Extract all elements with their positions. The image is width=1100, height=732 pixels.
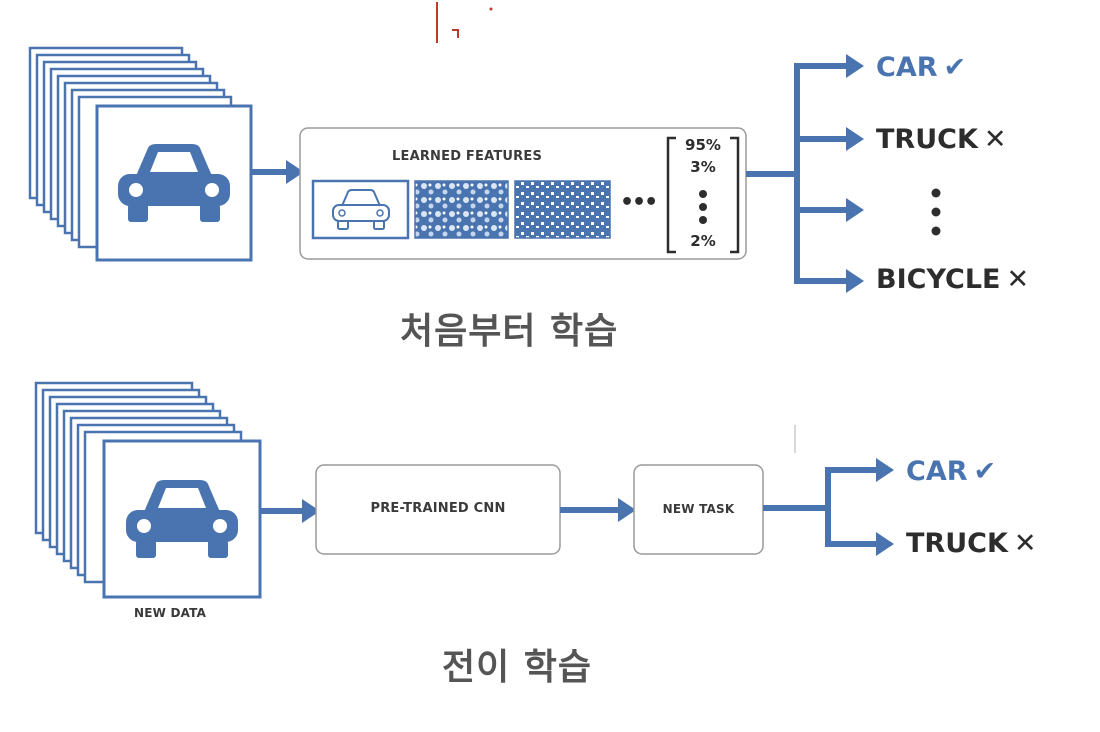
learned-features-label: LEARNED FEATURES bbox=[392, 149, 543, 164]
output-branches-bottom bbox=[763, 458, 894, 556]
input-image-stack-bottom bbox=[34, 381, 262, 599]
check-icon: ✔ bbox=[973, 456, 997, 487]
caption-transfer-learning: 전이 학습 bbox=[442, 647, 593, 688]
input-image-stack-top bbox=[28, 46, 253, 262]
new-task-label: NEW TASK bbox=[662, 502, 735, 516]
bracket-left bbox=[666, 136, 676, 254]
cross-icon: ✕ bbox=[1013, 528, 1037, 559]
cross-icon: ✕ bbox=[983, 124, 1007, 155]
output-label-car-bottom: CAR✔ bbox=[906, 456, 996, 487]
red-marks bbox=[436, 2, 493, 43]
bracket-right bbox=[730, 136, 740, 254]
output-car-text: CAR bbox=[876, 52, 938, 83]
output-truck-text: TRUCK bbox=[876, 124, 978, 155]
output-bicycle-text: BICYCLE bbox=[876, 264, 1001, 295]
feature-ellipsis: ••• bbox=[620, 190, 658, 215]
arrow-to-task bbox=[560, 498, 636, 522]
probability-truck: 3% bbox=[690, 158, 716, 176]
output-label-car-top: CAR✔ bbox=[876, 52, 966, 83]
arrow-to-cnn bbox=[260, 499, 320, 523]
output-car-text: CAR bbox=[906, 456, 968, 487]
feature-thumb-dots bbox=[514, 180, 611, 239]
output-branches-top bbox=[746, 54, 941, 293]
output-label-truck-bottom: TRUCK✕ bbox=[906, 528, 1037, 559]
output-truck-text: TRUCK bbox=[906, 528, 1008, 559]
new-data-label: NEW DATA bbox=[134, 606, 207, 620]
probability-bicycle: 2% bbox=[690, 232, 716, 250]
pretrained-cnn-label: PRE-TRAINED CNN bbox=[370, 501, 506, 516]
arrow-to-features bbox=[251, 160, 304, 184]
probability-car: 95% bbox=[685, 136, 721, 154]
output-label-truck-top: TRUCK✕ bbox=[876, 124, 1007, 155]
output-label-bicycle-top: BICYCLE✕ bbox=[876, 264, 1029, 295]
check-icon: ✔ bbox=[943, 52, 967, 83]
learned-features-box bbox=[299, 127, 747, 260]
cross-icon: ✕ bbox=[1006, 264, 1030, 295]
caption-from-scratch: 처음부터 학습 bbox=[400, 311, 619, 352]
feature-thumb-blotch bbox=[414, 180, 509, 239]
